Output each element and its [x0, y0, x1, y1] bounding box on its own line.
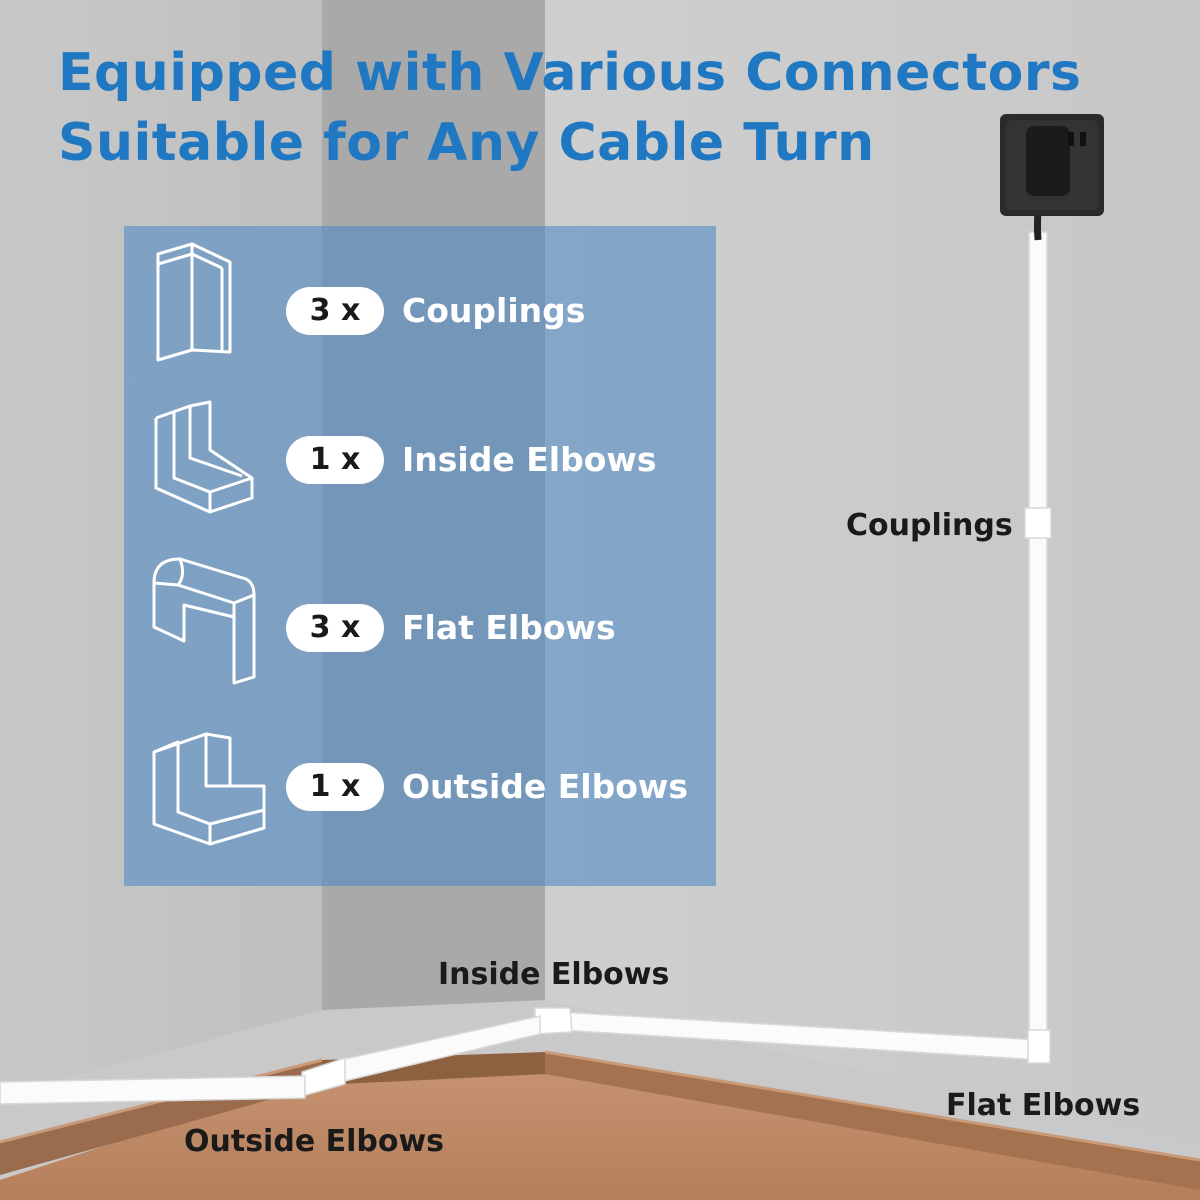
headline: Equipped with Various Connectors Suitabl…	[58, 38, 1081, 178]
inside-elbows-callout: Inside Elbows	[438, 957, 670, 992]
outside-elbows-label: Outside Elbows	[402, 767, 689, 806]
flat-elbows-quantity: 3 x	[286, 604, 384, 652]
cable-raceway	[0, 231, 1052, 1105]
coupling-icon	[156, 242, 232, 362]
inside-elbow-icon	[154, 400, 254, 514]
couplings-callout: Couplings	[846, 508, 1013, 543]
inside-elbows-label: Inside Elbows	[402, 440, 657, 479]
flat-elbows-callout: Flat Elbows	[946, 1088, 1141, 1123]
inside-elbows-quantity: 1 x	[286, 436, 384, 484]
flat-elbows-label: Flat Elbows	[402, 608, 616, 647]
outside-elbow-icon	[152, 732, 266, 846]
couplings-label: Couplings	[402, 291, 586, 330]
couplings-quantity: 3 x	[286, 287, 384, 335]
headline-line-1: Equipped with Various Connectors	[58, 43, 1082, 103]
outside-elbows-quantity: 1 x	[286, 763, 384, 811]
wall-socket	[1000, 114, 1104, 216]
flat-elbow-icon	[152, 557, 256, 685]
skirting-right	[545, 1052, 1200, 1190]
outside-elbows-callout: Outside Elbows	[184, 1124, 445, 1159]
headline-line-2: Suitable for Any Cable Turn	[58, 113, 875, 173]
